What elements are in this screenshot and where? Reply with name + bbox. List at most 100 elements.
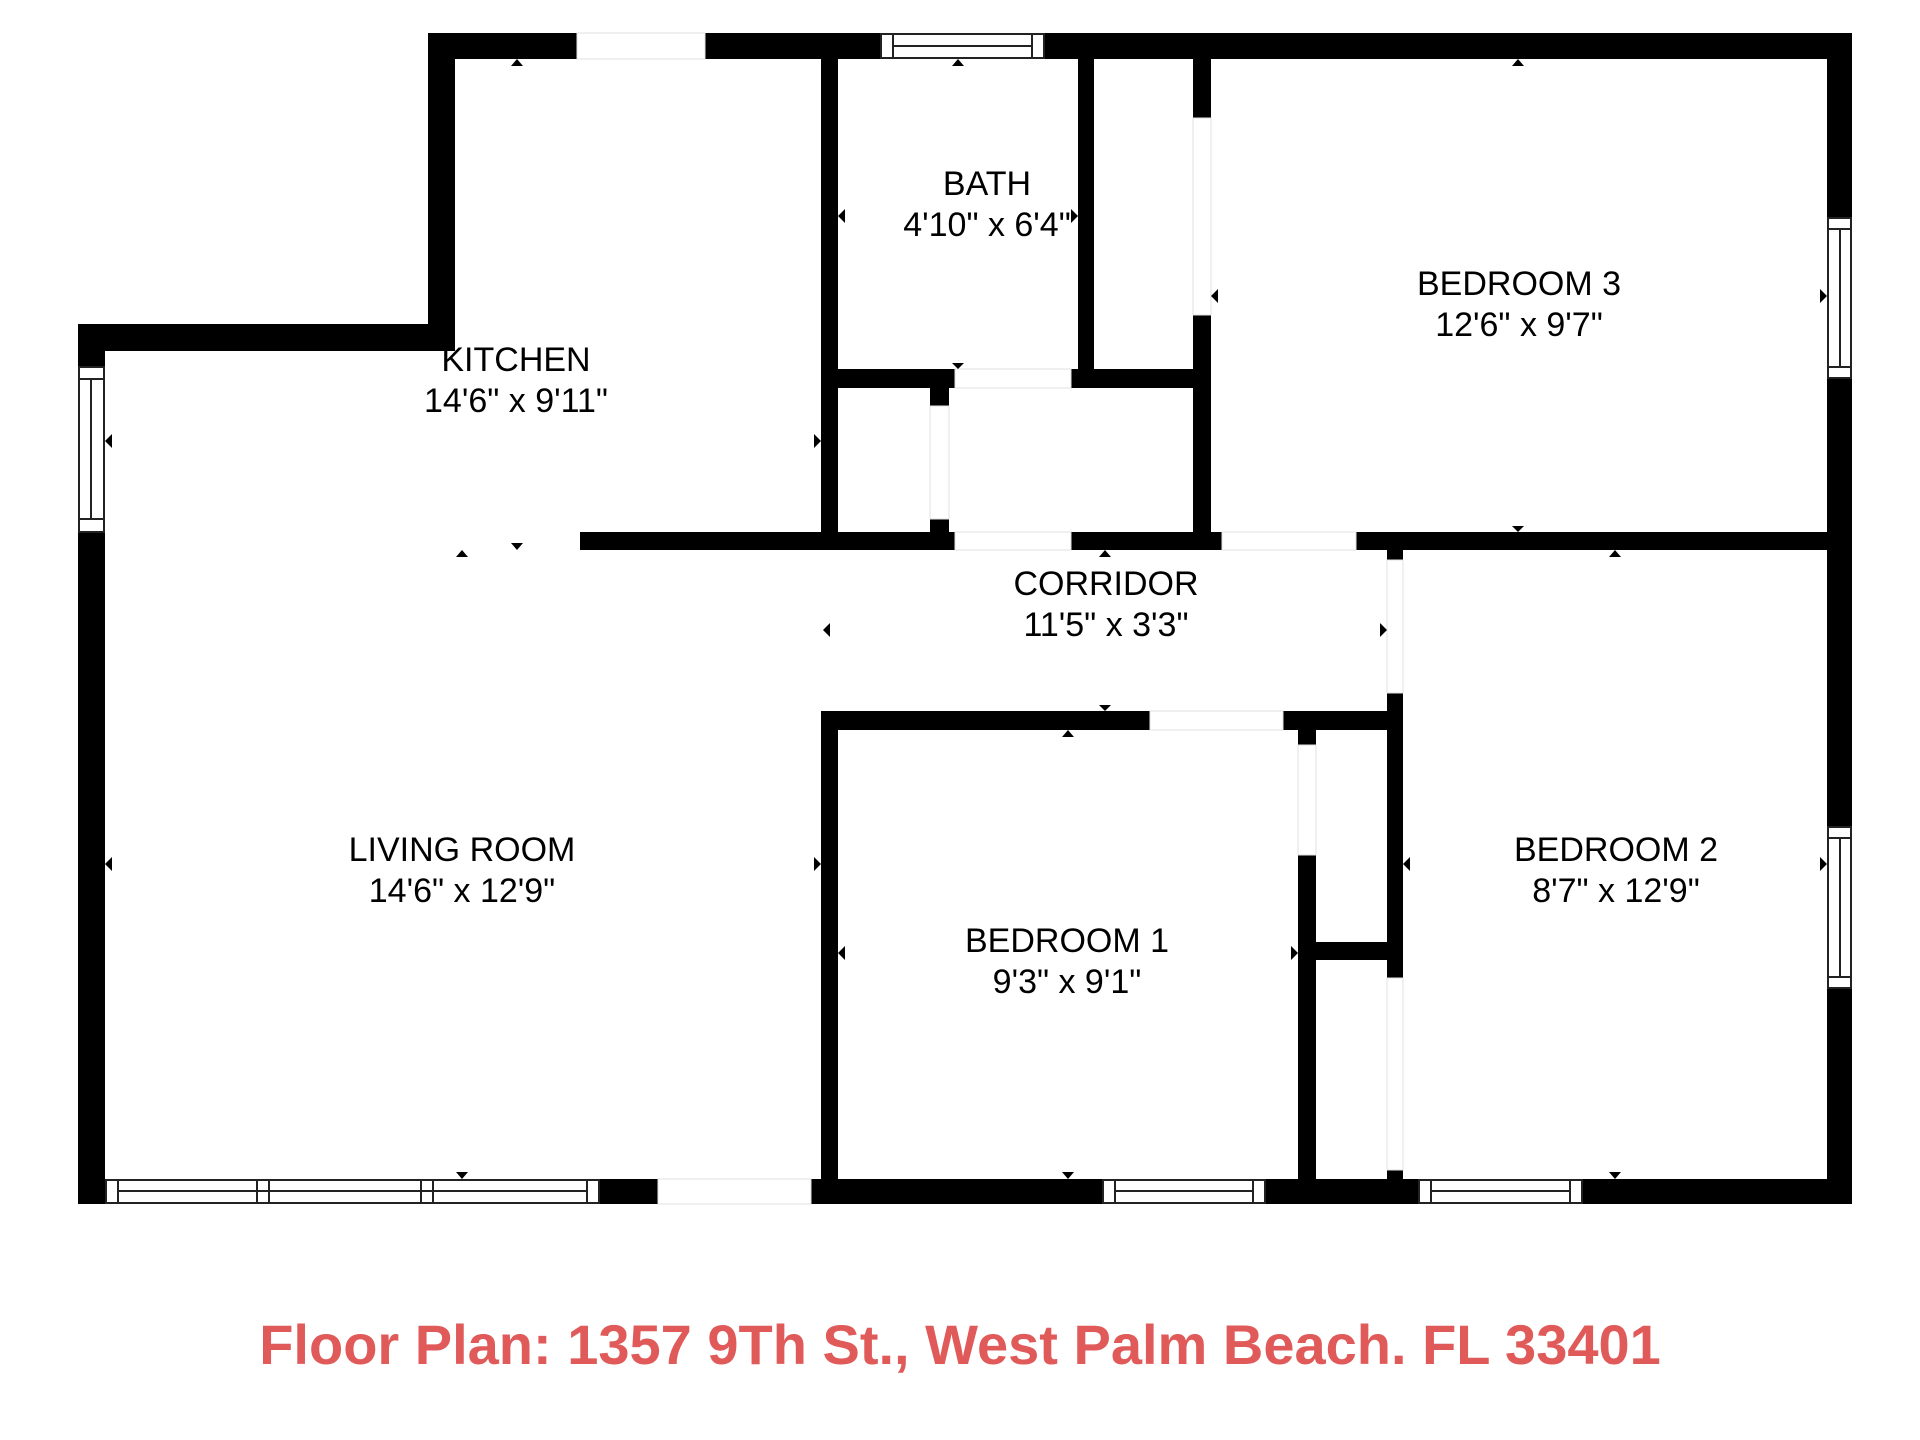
room-bath: BATH 4'10" x 6'4" <box>903 164 1071 246</box>
room-corridor-dimensions: 11'5" x 3'3" <box>1023 606 1189 644</box>
marker-down-icon <box>511 543 523 550</box>
room-bath-name: BATH <box>942 165 1032 203</box>
window-br2-bottom <box>1418 1179 1583 1204</box>
marker-left-icon <box>1403 857 1410 871</box>
marker-left-icon <box>838 946 845 960</box>
wall-bottom-c <box>811 1179 1103 1204</box>
floor-plan-caption: Floor Plan: 1357 9Th St., West Palm Beac… <box>259 1313 1661 1376</box>
wall-kitchen-left <box>428 33 455 351</box>
marker-right-icon <box>1820 289 1827 303</box>
window-kitchen-left <box>78 366 105 533</box>
marker-up-icon <box>511 59 523 66</box>
room-bedroom-1: BEDROOM 1 9'3" x 9'1" <box>965 921 1169 1003</box>
wall-left-upper <box>78 324 105 367</box>
marker-right-icon <box>814 434 821 448</box>
windows <box>78 33 1852 1204</box>
wall-top-kitchen-right <box>705 33 881 59</box>
wall-br1-left <box>821 711 838 1204</box>
wall-bath-bottom-left <box>838 369 955 388</box>
marker-left-icon <box>105 857 112 871</box>
marker-up-icon <box>1099 550 1111 557</box>
wall-bottom-a <box>78 1179 106 1204</box>
wall-br2-left-mid <box>1387 693 1403 978</box>
wall-br3-left-top <box>1193 33 1211 118</box>
wall-right-middle <box>1827 378 1852 827</box>
marker-right-icon <box>1820 857 1827 871</box>
window-br2-right <box>1827 826 1852 989</box>
marker-right-icon <box>1291 946 1298 960</box>
marker-right-icon <box>814 857 821 871</box>
room-corridor-name: CORRIDOR <box>1013 565 1199 603</box>
marker-right-icon <box>1380 623 1387 637</box>
window-br1-bottom <box>1102 1179 1266 1204</box>
room-kitchen: KITCHEN 14'6" x 9'11" <box>424 340 608 422</box>
marker-left-icon <box>1211 289 1218 303</box>
room-bedroom-1-dimensions: 9'3" x 9'1" <box>992 963 1142 1001</box>
marker-down-icon <box>1099 705 1111 711</box>
window-bath <box>880 33 1045 59</box>
room-kitchen-dimensions: 14'6" x 9'11" <box>424 382 608 420</box>
wall-right-upper <box>1827 33 1852 218</box>
door-living-bottom[interactable] <box>657 1178 812 1205</box>
marker-left-icon <box>823 623 830 637</box>
marker-up-icon <box>456 550 468 557</box>
wall-closet-divider <box>1316 942 1387 960</box>
dimension-markers <box>105 59 1827 1179</box>
wall-kitchen-bath <box>821 33 838 550</box>
room-living-room: LIVING ROOM 14'6" x 12'9" <box>349 830 576 912</box>
wall-bottom-b <box>599 1179 658 1204</box>
wall-br1-right-bottom <box>1298 855 1316 1204</box>
room-bedroom-2-name: BEDROOM 2 <box>1513 831 1719 869</box>
marker-up-icon <box>952 59 964 66</box>
marker-down-icon <box>1512 526 1524 532</box>
door-br3[interactable] <box>1221 531 1357 551</box>
door-kitchen-top[interactable] <box>576 32 706 60</box>
door-linen-closet[interactable] <box>929 405 950 520</box>
marker-up-icon <box>1512 59 1524 66</box>
walls <box>78 33 1852 1204</box>
marker-down-icon <box>1062 1172 1074 1179</box>
wall-br1-right-top <box>1298 711 1316 745</box>
window-br3-right <box>1827 217 1852 379</box>
wall-stub-upper <box>930 388 949 406</box>
room-bath-dimensions: 4'10" x 6'4" <box>903 206 1071 244</box>
door-br1[interactable] <box>1149 710 1284 731</box>
wall-right-lower <box>1827 988 1852 1204</box>
marker-down-icon <box>456 1172 468 1179</box>
wall-left-lower <box>78 532 105 1204</box>
wall-br2-left-stub <box>1387 541 1403 560</box>
room-living-room-name: LIVING ROOM <box>348 831 576 869</box>
room-bedroom-3: BEDROOM 3 12'6" x 9'7" <box>1417 264 1621 346</box>
wall-step <box>78 324 455 351</box>
room-bedroom-2: BEDROOM 2 8'7" x 12'9" <box>1514 830 1718 912</box>
window-living-bottom <box>105 1179 600 1204</box>
room-bedroom-3-name: BEDROOM 3 <box>1416 265 1622 303</box>
door-br2[interactable] <box>1386 559 1404 694</box>
wall-corridor-top-c <box>1356 532 1852 550</box>
wall-top-right <box>1044 33 1852 59</box>
marker-down-icon <box>1609 1172 1621 1179</box>
room-living-room-dimensions: 14'6" x 12'9" <box>368 872 556 910</box>
room-kitchen-name: KITCHEN <box>441 341 591 379</box>
wall-corridor-top-b <box>1071 532 1222 550</box>
doors <box>576 32 1404 1205</box>
room-bedroom-1-name: BEDROOM 1 <box>964 922 1170 960</box>
wall-bottom-e <box>1582 1179 1852 1204</box>
room-corridor: CORRIDOR 11'5" x 3'3" <box>1013 564 1198 646</box>
door-br1-closet[interactable] <box>1297 744 1317 856</box>
room-bedroom-2-dimensions: 8'7" x 12'9" <box>1532 872 1700 910</box>
wall-corridor-top-a <box>580 532 955 550</box>
wall-bath-bottom-right <box>1071 369 1211 388</box>
room-bedroom-3-dimensions: 12'6" x 9'7" <box>1435 306 1603 344</box>
door-hall-closet[interactable] <box>954 531 1072 551</box>
door-br2-closet[interactable] <box>1386 977 1404 1171</box>
marker-up-icon <box>1609 550 1621 557</box>
marker-left-icon <box>838 209 845 223</box>
marker-left-icon <box>105 434 112 448</box>
door-bath[interactable] <box>954 368 1072 389</box>
marker-right-icon <box>1071 209 1078 223</box>
wall-br1-top-a <box>821 711 1150 730</box>
wall-bath-right <box>1078 33 1094 388</box>
door-br3-closet[interactable] <box>1192 117 1212 316</box>
